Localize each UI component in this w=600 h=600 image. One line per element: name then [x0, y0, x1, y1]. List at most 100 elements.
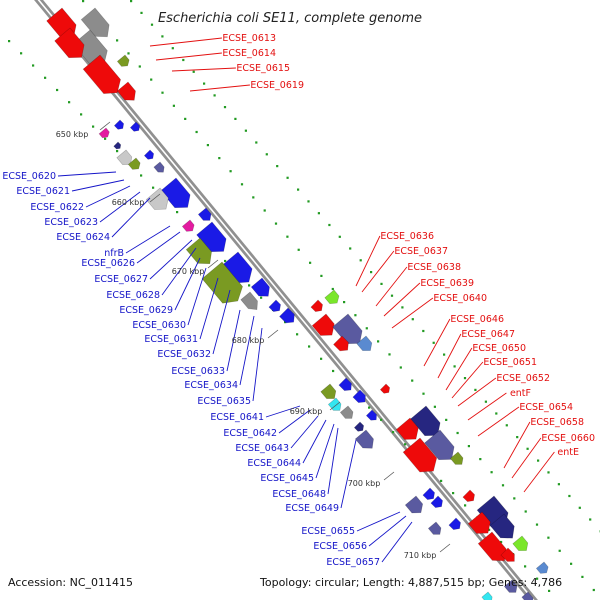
gene-label[interactable]: ECSE_0634 [184, 380, 238, 391]
gene-feature[interactable] [160, 177, 196, 214]
gene-feature[interactable] [410, 405, 446, 442]
gene-label[interactable]: ECSE_0647 [461, 329, 515, 340]
gene-feature[interactable] [327, 397, 343, 414]
gene-label[interactable]: ECSE_0623 [44, 217, 98, 228]
gene-label[interactable]: ECSE_0626 [81, 258, 135, 269]
gene-feature[interactable] [311, 313, 339, 341]
gene-feature[interactable] [477, 531, 511, 567]
gene-label[interactable]: ECSE_0652 [496, 373, 550, 384]
gene-feature[interactable] [356, 335, 375, 354]
gene-feature[interactable] [424, 429, 460, 466]
gene-label[interactable]: ECSE_0637 [394, 246, 448, 257]
gene-label[interactable]: ECSE_0615 [236, 63, 290, 74]
gene-feature[interactable] [98, 127, 111, 140]
gene-feature[interactable] [512, 535, 531, 554]
gene-label[interactable]: ECSE_0648 [272, 489, 326, 500]
gene-label[interactable]: nfrB [104, 248, 124, 259]
gene-feature[interactable] [449, 451, 465, 468]
gene-feature[interactable] [332, 313, 368, 350]
gene-label[interactable]: ECSE_0640 [433, 293, 487, 304]
gene-feature[interactable] [481, 591, 495, 600]
gene-feature[interactable] [379, 383, 391, 395]
gene-label[interactable]: ECSE_0657 [326, 557, 380, 568]
gene-label[interactable]: ECSE_0658 [530, 417, 584, 428]
gene-feature[interactable] [489, 513, 519, 544]
gene-feature[interactable] [116, 81, 139, 105]
gene-label[interactable]: ECSE_0620 [2, 171, 56, 182]
gene-label[interactable]: ECSE_0627 [94, 274, 148, 285]
gene-feature[interactable] [352, 389, 369, 406]
gene-feature[interactable] [82, 54, 126, 100]
gene-feature[interactable] [201, 261, 248, 309]
gene-label[interactable]: ECSE_0638 [407, 262, 461, 273]
gene-feature[interactable] [462, 489, 477, 504]
gene-label[interactable]: ECSE_0633 [171, 366, 225, 377]
gene-label[interactable]: ECSE_0639 [420, 278, 474, 289]
gene-label[interactable]: ECSE_0655 [301, 526, 355, 537]
gene-feature[interactable] [427, 521, 443, 538]
gene-feature[interactable] [181, 219, 196, 234]
gene-label[interactable]: ECSE_0619 [250, 80, 304, 91]
gene-label[interactable]: ECSE_0622 [30, 202, 84, 213]
gene-label[interactable]: ECSE_0642 [223, 428, 277, 439]
gene-label[interactable]: ECSE_0656 [313, 541, 367, 552]
gene-feature[interactable] [500, 547, 518, 565]
gene-feature[interactable] [333, 335, 352, 354]
gene-feature[interactable] [535, 561, 550, 576]
gene-label[interactable]: ECSE_0636 [380, 231, 434, 242]
gene-label[interactable]: ECSE_0641 [210, 412, 264, 423]
gene-feature[interactable] [467, 511, 495, 539]
gene-label[interactable]: ECSE_0629 [119, 305, 173, 316]
gene-label[interactable]: ECSE_0621 [16, 186, 70, 197]
gene-feature[interactable] [116, 149, 135, 168]
gene-label[interactable]: ECSE_0624 [56, 232, 110, 243]
gene-feature[interactable] [320, 383, 339, 402]
gene-feature[interactable] [145, 187, 173, 215]
gene-feature[interactable] [113, 141, 122, 150]
gene-feature[interactable] [196, 221, 232, 258]
gene-feature[interactable] [503, 579, 519, 596]
gene-feature[interactable] [129, 121, 141, 133]
gene-label[interactable]: ECSE_0628 [106, 290, 160, 301]
gene-label[interactable]: ECSE_0651 [483, 357, 537, 368]
gene-label[interactable]: ECSE_0635 [197, 396, 251, 407]
gene-feature[interactable] [365, 409, 379, 423]
gene-feature[interactable] [422, 487, 437, 502]
gene-label[interactable]: ECSE_0646 [450, 314, 504, 325]
gene-label[interactable]: entE [557, 447, 579, 458]
gene-feature[interactable] [127, 157, 142, 172]
gene-feature[interactable] [250, 277, 273, 301]
gene-label[interactable]: ECSE_0613 [222, 33, 276, 44]
gene-label[interactable]: ECSE_0644 [247, 458, 301, 469]
gene-label[interactable]: ECSE_0649 [285, 503, 339, 514]
gene-feature[interactable] [185, 237, 217, 269]
gene-feature[interactable] [153, 161, 167, 175]
gene-feature[interactable] [143, 149, 155, 161]
gene-label[interactable]: ECSE_0660 [541, 433, 595, 444]
gene-feature[interactable] [116, 54, 131, 69]
gene-feature[interactable] [310, 299, 325, 314]
gene-label[interactable]: ECSE_0643 [235, 443, 289, 454]
gene-label[interactable]: entF [510, 388, 531, 399]
gene-feature[interactable] [279, 307, 298, 326]
gene-label[interactable]: ECSE_0632 [157, 349, 211, 360]
gene-label[interactable]: ECSE_0654 [519, 402, 573, 413]
gene-feature[interactable] [448, 517, 463, 532]
gene-label[interactable]: ECSE_0631 [144, 334, 198, 345]
gene-feature[interactable] [395, 417, 423, 445]
gene-feature[interactable] [354, 429, 377, 453]
gene-feature[interactable] [197, 207, 213, 224]
gene-feature[interactable] [521, 591, 536, 600]
gene-feature[interactable] [338, 377, 355, 394]
gene-feature[interactable] [430, 495, 445, 510]
gene-label[interactable]: ECSE_0630 [132, 320, 186, 331]
gene-feature[interactable] [402, 437, 442, 478]
gene-feature[interactable] [353, 421, 365, 433]
gene-feature[interactable] [339, 405, 355, 422]
gene-feature[interactable] [324, 289, 342, 307]
gene-feature[interactable] [268, 299, 283, 314]
gene-feature[interactable] [80, 7, 114, 43]
gene-feature[interactable] [54, 27, 90, 64]
gene-label[interactable]: ECSE_0614 [222, 48, 276, 59]
gene-feature[interactable] [240, 291, 262, 314]
